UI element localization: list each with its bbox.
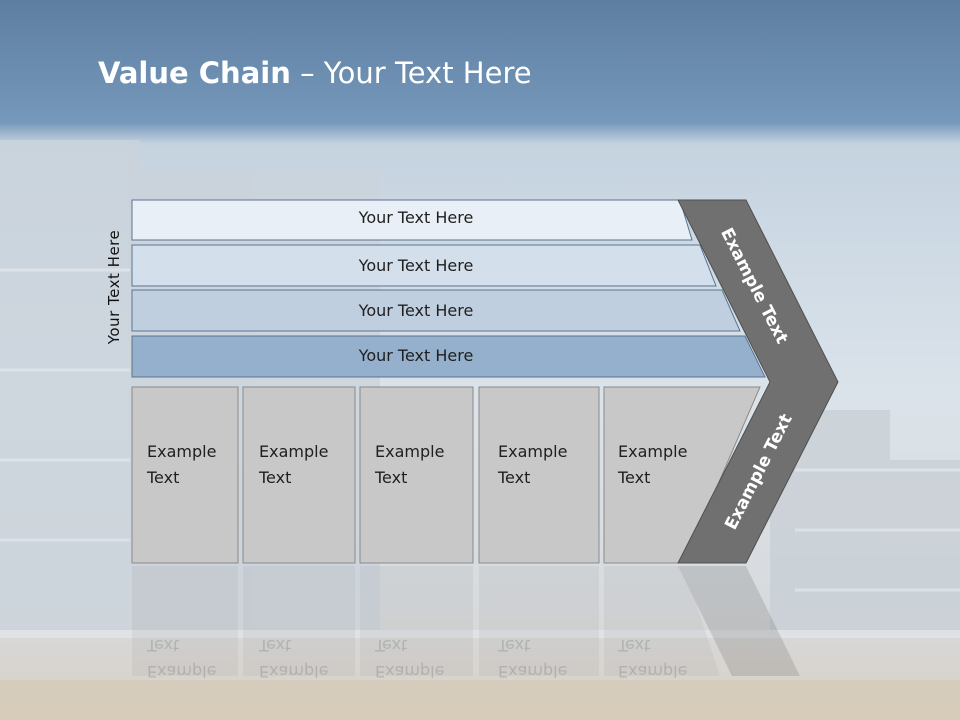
reflection [132, 566, 800, 676]
building-right [770, 410, 960, 635]
bar-4 [131, 335, 766, 378]
bar-1-label: Your Text Here [358, 208, 474, 227]
bar-2-label: Your Text Here [358, 256, 474, 275]
activity-box-4 [478, 386, 600, 564]
bar-4-label: Your Text Here [358, 346, 474, 365]
bar-3 [131, 289, 741, 332]
bar-3-label: Your Text Here [358, 301, 474, 320]
activity-box-1 [131, 386, 239, 564]
activity-box-3 [359, 386, 474, 564]
bar-2 [131, 244, 717, 287]
activity-box-2 [242, 386, 356, 564]
margin-chevron [677, 199, 839, 564]
bar-1 [131, 199, 693, 241]
page-title: Value Chain – Your Text Here [98, 56, 532, 90]
